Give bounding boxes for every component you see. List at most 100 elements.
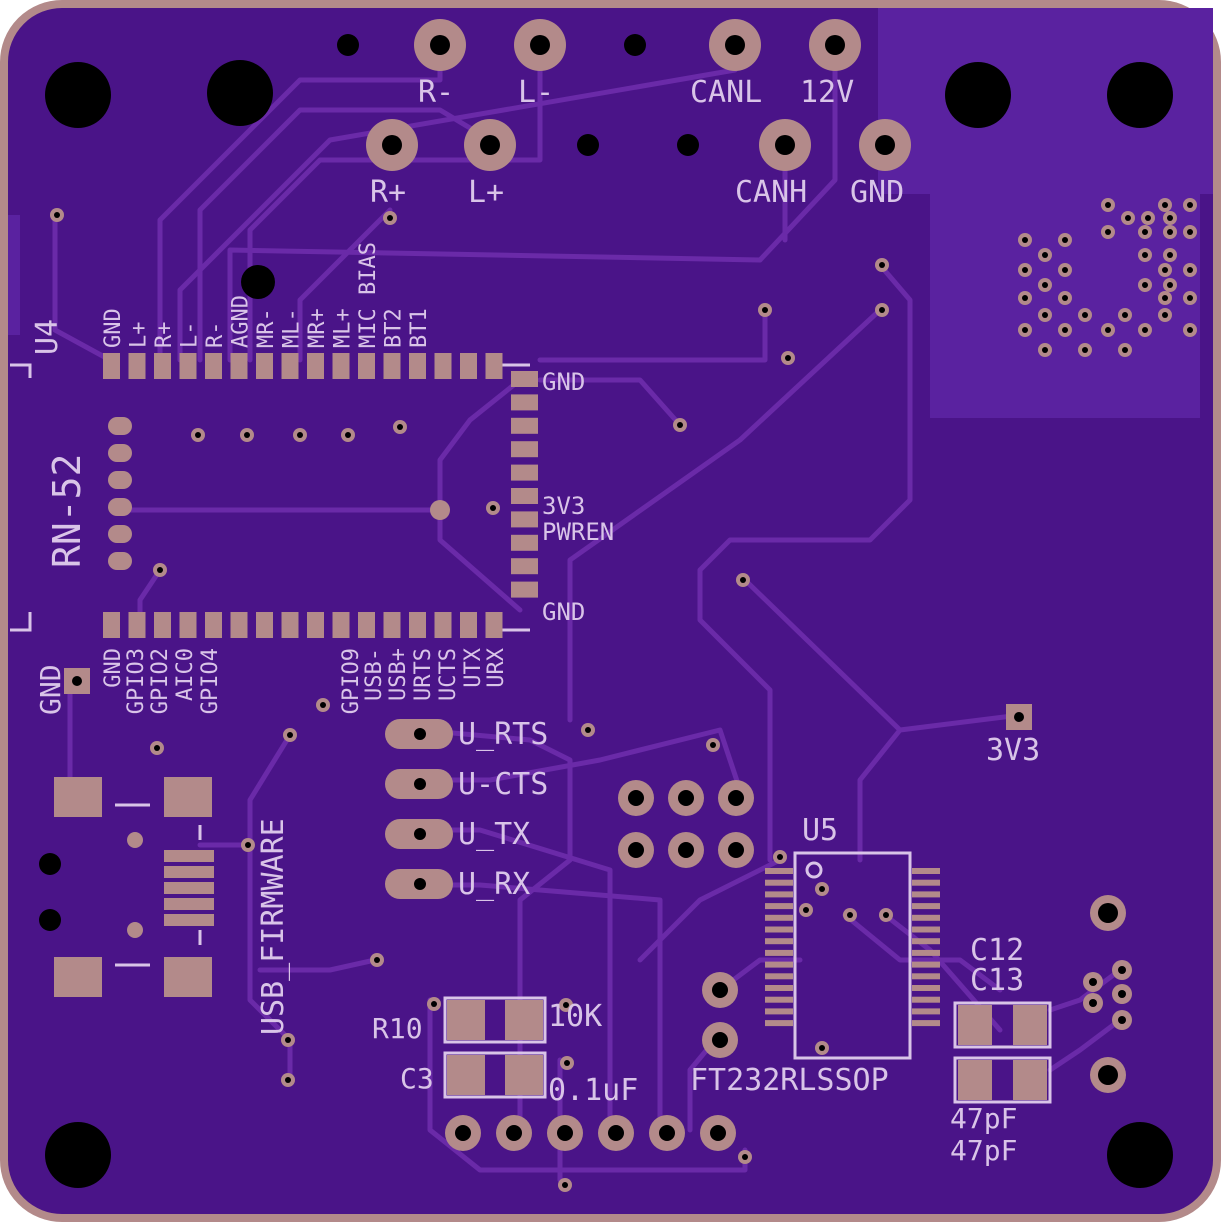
rn52-bottom-pin-label: AIC0 [173,648,198,701]
rn52-bottom-pin-label: URTS [411,648,436,701]
rn52-top-pin-label: MIC BIAS [356,242,381,348]
u5-pin [765,985,793,991]
rn52-bottom-pad [281,612,299,638]
rn52-top-pin-label: BT1 [407,308,432,348]
rn52-bottom-pad [256,612,273,638]
rn52-top-pad [485,353,503,379]
label-canl: CANL [690,75,762,110]
rn52-bottom-pin-label: URX [484,647,509,687]
label-r-minus: R- [418,75,454,110]
rn52-top-pad [332,353,350,379]
mounting-holes [39,34,1173,1188]
small-hole [624,34,646,56]
rn52-pin-gnd-top: GND [542,368,585,396]
usb-connector-right [1083,895,1132,1093]
mounting-hole-usb [241,265,275,299]
u5-pin [765,914,793,921]
small-hole [677,134,699,156]
u5-pin [765,961,793,968]
u5-pin [912,961,940,968]
c12-ref: C12 [970,933,1024,968]
rn52-top-pin-label: R- [203,322,228,349]
header-1x6 [445,1115,736,1151]
rn52-bottom-pin-label: UCTS [436,648,461,701]
rn52-top-pad [460,353,477,379]
rn52-bottom-pad [485,612,503,638]
u5-ft232rl: U5 FT232RLSSOP [690,813,940,1098]
rn52-right-pad [511,417,538,434]
small-hole [39,909,61,931]
u5-pin [765,903,793,910]
u5-pin [765,938,793,945]
u5-pin [765,996,793,1003]
u5-pin [912,903,940,910]
rn52-bottom-pad-row [103,612,503,638]
rn52-right-pad [511,534,538,551]
rn52-bottom-pad [383,612,401,638]
c3-value: 0.1uF [548,1073,638,1108]
rn52-right-pad [511,464,538,481]
connector-top-pads [366,19,911,171]
c13-footprint [953,1056,1052,1104]
rn52-pin-gnd-bottom: GND [542,598,585,626]
rn52-right-pad [511,441,538,458]
r10-value: 10K [548,999,602,1034]
label-u-tx: U_TX [458,817,530,852]
u5-pin [912,996,940,1003]
u5-pin [765,949,793,956]
rn52-bottom-pad [103,612,120,638]
label-u-rx: U_RX [458,867,530,902]
label-gnd-left: GND [34,664,67,715]
u5-pin [912,868,940,874]
rn52-bottom-pin-label: USB+ [386,648,411,701]
u5-pin [912,938,940,945]
rn52-bottom-pin-label: GND [101,648,126,688]
rn52-bottom-pad [434,612,452,638]
rn52-top-pad [103,353,120,379]
u5-pin [912,1008,940,1015]
rn52-top-pin-label: R+ [152,322,177,349]
u5-pin [765,1008,793,1015]
c12-value: 47pF [950,1102,1017,1135]
header-2pin [702,972,738,1058]
label-12v: 12V [800,75,854,110]
u5-pin [765,1020,793,1027]
label-canh: CANH [735,175,807,210]
c3-ref: C3 [400,1062,434,1095]
rn52-right-pad [511,581,538,598]
rn52-bottom-pad [179,612,197,638]
rn52-bottom-pin-label: UTX [461,647,486,687]
rn52-bottom-pad [128,612,146,638]
rn52-bottom-pin-label: GPIO3 [124,648,149,714]
rn52-top-pin-label: ML- [280,308,305,348]
rn52-value: RN-52 [45,454,89,568]
label-l-minus: L- [518,75,554,110]
u5-pin [765,926,793,933]
rn52-top-pad [281,353,299,379]
u5-pin [912,891,940,898]
rn52-bottom-pad [230,612,248,638]
rn52-top-pad-row [103,353,503,379]
rn52-right-pad [511,394,538,411]
copper-plane-left-edge [8,215,20,335]
u5-ref: U5 [802,813,838,848]
rn52-bottom-pad [154,612,171,638]
rn52-bottom-pad [205,612,222,638]
label-r-plus: R+ [370,175,406,210]
u5-pin [765,879,793,886]
header-2x3 [618,780,754,868]
rn52-bottom-pad [460,612,477,638]
small-hole [577,134,599,156]
thermal-via-cluster [1018,198,1197,357]
small-hole [39,853,61,875]
r10-footprint [443,996,547,1044]
rn52-top-pin-label: MR- [254,308,279,348]
mounting-hole-top-right-inner [945,62,1011,128]
mounting-hole-bottom-left [45,1122,111,1188]
rn52-bottom-pin-label: USB- [362,648,387,701]
rn52-ref: U4 [30,319,65,355]
rn52-top-pin-label: MR+ [305,308,330,348]
rn52-right-pad [511,371,538,387]
